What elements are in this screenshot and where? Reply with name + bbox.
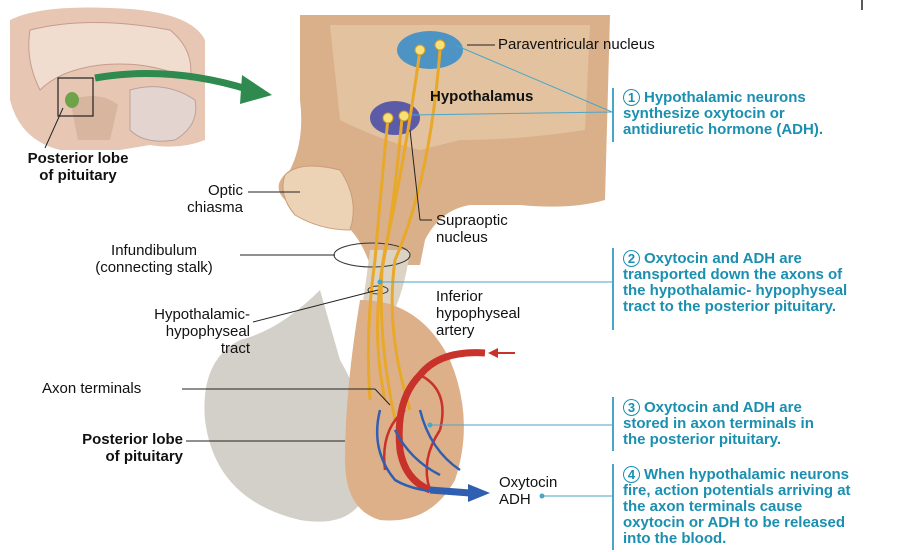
step-2-bar xyxy=(612,248,614,330)
infundibulum-label: Infundibulum(connecting stalk) xyxy=(70,242,238,276)
axon-terminals-label: Axon terminals xyxy=(42,380,141,397)
step-3-number: 3 xyxy=(623,399,640,416)
hypothalamus-label: Hypothalamus xyxy=(430,88,533,105)
step-4-number: 4 xyxy=(623,466,640,483)
step-2-number: 2 xyxy=(623,250,640,267)
step-4-bar xyxy=(612,464,614,550)
step-1-number: 1 xyxy=(623,89,640,106)
paraventricular-label: Paraventricular nucleus xyxy=(498,36,655,53)
step-3-bar xyxy=(612,397,614,451)
vein xyxy=(430,490,470,493)
paraventricular-nucleus xyxy=(397,31,463,69)
step-1-bar xyxy=(612,88,614,142)
